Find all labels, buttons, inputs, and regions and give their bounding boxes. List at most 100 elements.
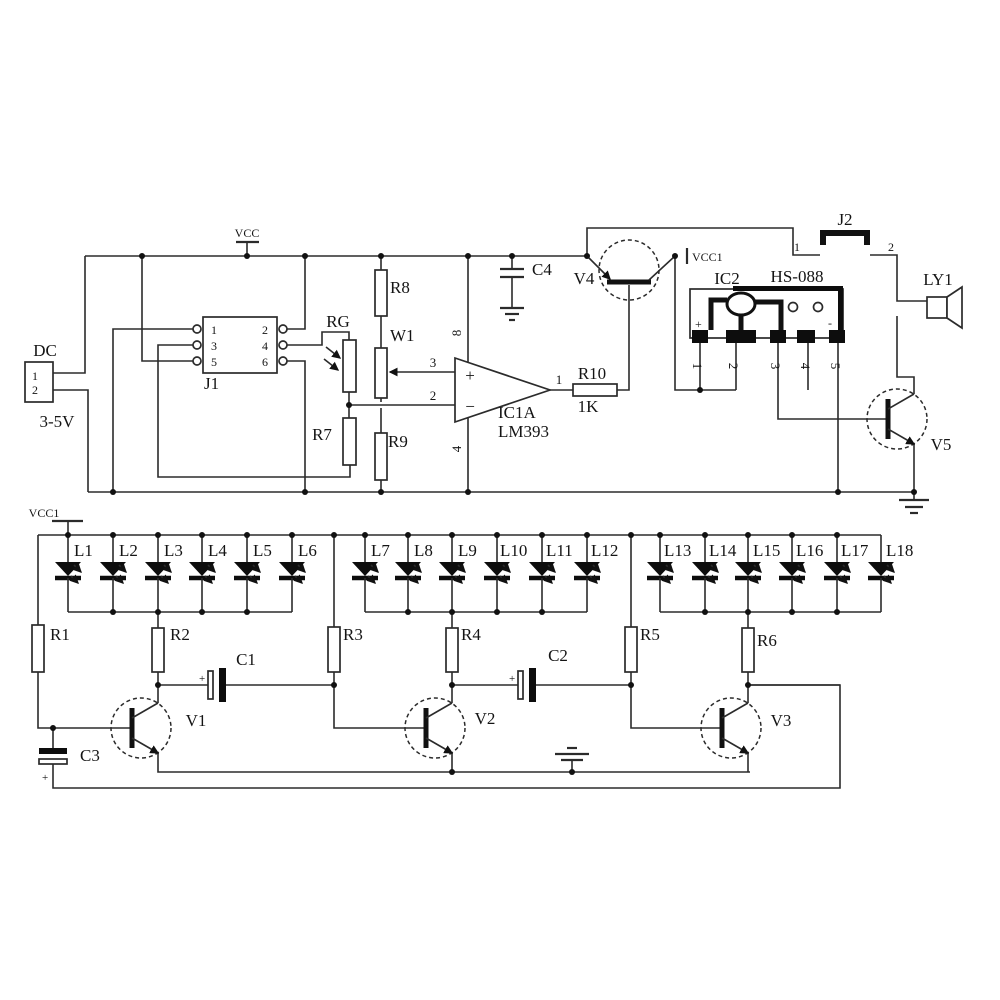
r9-label: R9 — [388, 432, 408, 451]
r8-label: R8 — [390, 278, 410, 297]
led-label: L10 — [500, 541, 527, 560]
resistor-r7: R7 — [312, 417, 357, 466]
c1-label: C1 — [236, 650, 256, 669]
led-array: L1 L2 L3 L4 L5 L6 L7 L8 L9 L10 L11 L12 L… — [55, 535, 913, 612]
bottom-section-wires — [37, 534, 881, 789]
j2-pin1: 1 — [794, 240, 800, 254]
v2-label: V2 — [475, 709, 496, 728]
ic2-pin3: 3 — [768, 363, 783, 370]
r5-label: R5 — [640, 625, 660, 644]
ic2-part: HS-088 — [771, 267, 824, 286]
v4-label: V4 — [574, 269, 595, 288]
r3-label: R3 — [343, 625, 363, 644]
vcc1-bottom-label: VCC1 — [29, 506, 60, 520]
resistor-r3: R3 — [327, 625, 363, 673]
vcc1-symbol-bottom: VCC1 — [29, 506, 83, 535]
ic2-label: IC2 — [714, 269, 740, 288]
opamp-pin3: 3 — [430, 355, 437, 370]
top-section-wires — [53, 227, 927, 493]
ground-icon — [500, 306, 524, 322]
ic2-pin4: 4 — [798, 363, 813, 370]
vcc-symbol: VCC — [235, 226, 260, 256]
r10-label: R10 — [578, 364, 606, 383]
transistor-v5: V5 — [867, 389, 951, 454]
rg-photoresistor: RG — [323, 312, 357, 393]
led-label: L5 — [253, 541, 272, 560]
rg-label: RG — [326, 312, 350, 331]
led-label: L6 — [298, 541, 317, 560]
speaker-ly1: LY1 — [923, 270, 963, 330]
opamp-pin8: 8 — [449, 330, 464, 337]
resistor-r2: R2 — [151, 625, 190, 673]
opamp-part: LM393 — [498, 422, 549, 441]
ic2-minus: - — [828, 316, 832, 330]
v5-label: V5 — [931, 435, 952, 454]
capacitor-c4: C4 — [500, 260, 552, 322]
j1-pin6: 6 — [262, 355, 268, 369]
opamp-plus-icon: + — [465, 366, 475, 385]
r4-label: R4 — [461, 625, 481, 644]
opamp-pin1: 1 — [556, 372, 563, 387]
vcc1-top-label: VCC1 — [692, 250, 723, 264]
transistor-v3: V3 — [701, 698, 791, 758]
vcc-label: VCC — [235, 226, 260, 240]
resistor-r8: R8 — [374, 269, 410, 317]
j1-pin5: 5 — [211, 355, 217, 369]
ly1-label: LY1 — [923, 270, 952, 289]
ic2-pin2: 2 — [726, 363, 741, 370]
junction-dots-bottom — [50, 532, 840, 775]
ic2-pin1: 1 — [690, 363, 705, 370]
ic2-pin5: 5 — [828, 363, 843, 370]
potentiometer-w1: W1 — [374, 326, 415, 399]
led-label: L15 — [753, 541, 780, 560]
junction-dots — [110, 253, 917, 495]
led-label: L8 — [414, 541, 433, 560]
transistor-v1: V1 — [111, 698, 206, 758]
ground-icon — [899, 492, 929, 515]
led-label: L3 — [164, 541, 183, 560]
opamp-pin2: 2 — [430, 388, 437, 403]
resistor-r10: R10 1K — [572, 364, 618, 416]
led-label: L7 — [371, 541, 390, 560]
led-label: L18 — [886, 541, 913, 560]
vcc1-symbol-top: VCC1 — [685, 248, 723, 264]
j1-pin2: 2 — [262, 323, 268, 337]
ic2-plus: + — [695, 317, 702, 331]
led-label: L14 — [709, 541, 737, 560]
led-label: L2 — [119, 541, 138, 560]
transistor-v4: V4 — [574, 239, 676, 301]
v3-label: V3 — [771, 711, 792, 730]
resistor-r1: R1 — [31, 624, 70, 673]
capacitor-c2: + C2 — [509, 646, 568, 702]
j1-pin3: 3 — [211, 339, 217, 353]
led-label: L13 — [664, 541, 691, 560]
led-label: L1 — [74, 541, 93, 560]
j2-label: J2 — [837, 210, 852, 229]
r2-label: R2 — [170, 625, 190, 644]
j1-label: J1 — [204, 374, 219, 393]
r7-label: R7 — [312, 425, 332, 444]
resistor-r5: R5 — [624, 625, 660, 673]
j1-connector: 1 3 5 2 4 6 J1 — [192, 316, 288, 393]
c2-label: C2 — [548, 646, 568, 665]
capacitor-c1: + C1 — [199, 650, 256, 702]
led-label: L9 — [458, 541, 477, 560]
j2-jumper: J2 1 2 — [794, 210, 894, 254]
v1-label: V1 — [186, 711, 207, 730]
c4-label: C4 — [532, 260, 552, 279]
dc-voltage-label: 3-5V — [40, 412, 76, 431]
opamp-ic1a: + − 3 2 1 8 4 IC1A LM393 — [430, 330, 563, 453]
led-label: L12 — [591, 541, 618, 560]
led-label: L4 — [208, 541, 227, 560]
r10-value: 1K — [578, 397, 600, 416]
led-label: L11 — [546, 541, 573, 560]
ic2-module: + - IC2 HS-088 1 2 3 4 5 — [689, 267, 845, 370]
resistor-r9: R9 — [374, 432, 408, 481]
led-label: L16 — [796, 541, 823, 560]
opamp-name: IC1A — [498, 403, 537, 422]
r6-label: R6 — [757, 631, 777, 650]
j1-pin4: 4 — [262, 339, 268, 353]
led-label: L17 — [841, 541, 869, 560]
